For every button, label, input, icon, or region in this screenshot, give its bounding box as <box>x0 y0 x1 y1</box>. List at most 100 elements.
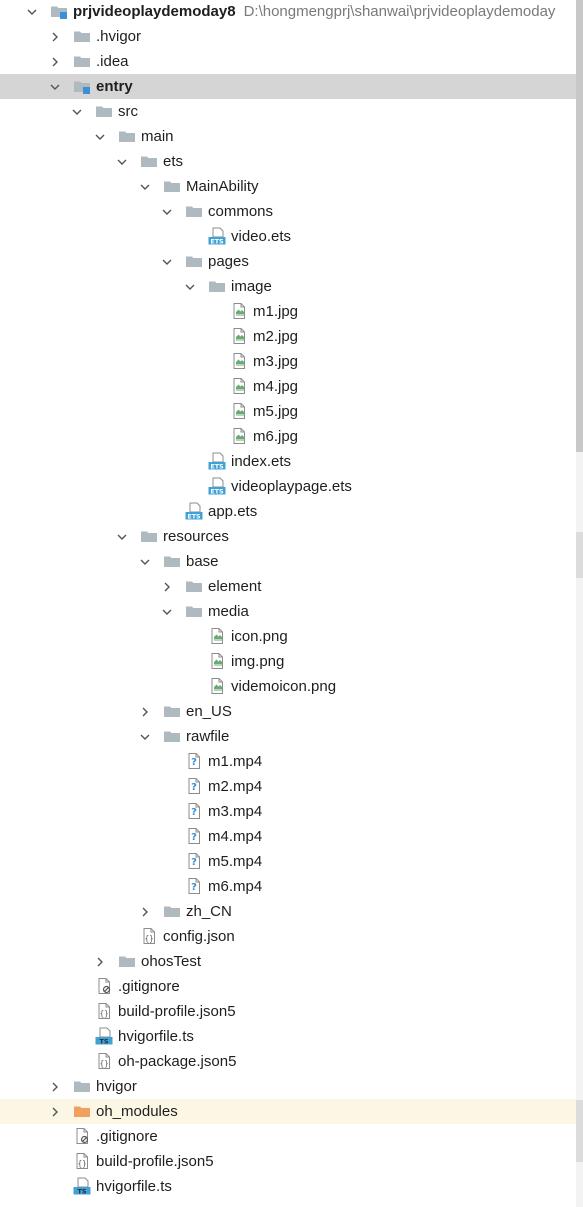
json-file-icon: {} <box>140 927 158 945</box>
chevron-right-icon[interactable] <box>47 1074 63 1099</box>
tree-row-hvigor[interactable]: .hvigor <box>0 24 576 49</box>
chevron-down-icon[interactable] <box>159 599 175 624</box>
folder-icon <box>163 177 181 195</box>
tree-row-icon-png[interactable]: icon.png <box>0 624 576 649</box>
tree-item-label: m3.jpg <box>253 353 299 370</box>
scrollbar-thumb[interactable] <box>576 532 583 578</box>
chevron-down-icon[interactable] <box>137 724 153 749</box>
tree-row-rawfile[interactable]: rawfile <box>0 724 576 749</box>
tree-row-m1-mp4[interactable]: ?m1.mp4 <box>0 749 576 774</box>
chevron-down-icon[interactable] <box>137 549 153 574</box>
chevron-right-icon[interactable] <box>92 949 108 974</box>
tree-row-entry[interactable]: entry <box>0 74 576 99</box>
chevron-down-icon[interactable] <box>182 274 198 299</box>
tree-item-label: hvigorfile.ts <box>118 1028 194 1045</box>
tree-row-oh-modules[interactable]: oh_modules <box>0 1099 576 1124</box>
chevron-down-icon[interactable] <box>24 0 40 24</box>
tree-row-gitignore[interactable]: .gitignore <box>0 974 576 999</box>
tree-row-m4-mp4[interactable]: ?m4.mp4 <box>0 824 576 849</box>
tree-row-m2-jpg[interactable]: m2.jpg <box>0 324 576 349</box>
tree-item-label: config.json <box>163 928 235 945</box>
tree-row-m6-mp4[interactable]: ?m6.mp4 <box>0 874 576 899</box>
chevron-right-icon[interactable] <box>47 1099 63 1124</box>
tree-row-main[interactable]: main <box>0 124 576 149</box>
tree-row-mainability[interactable]: MainAbility <box>0 174 576 199</box>
tree-item-label: video.ets <box>231 228 292 245</box>
chevron-right-icon[interactable] <box>159 574 175 599</box>
tree-row-pages[interactable]: pages <box>0 249 576 274</box>
chevron-down-icon[interactable] <box>159 249 175 274</box>
tree-row-m6-jpg[interactable]: m6.jpg <box>0 424 576 449</box>
chevron-down-icon[interactable] <box>114 149 130 174</box>
tree-row-gitignore[interactable]: .gitignore <box>0 1124 576 1149</box>
chevron-right-icon[interactable] <box>47 49 63 74</box>
tree-item-label: m2.mp4 <box>208 778 263 795</box>
tree-item-label: hvigorfile.ts <box>96 1178 172 1195</box>
tree-row-hvigor[interactable]: hvigor <box>0 1074 576 1099</box>
tree-item-label: m6.mp4 <box>208 878 263 895</box>
tree-row-m5-mp4[interactable]: ?m5.mp4 <box>0 849 576 874</box>
tree-row-m3-mp4[interactable]: ?m3.mp4 <box>0 799 576 824</box>
tree-row-ets[interactable]: ets <box>0 149 576 174</box>
folder-icon <box>185 577 203 595</box>
chevron-down-icon[interactable] <box>114 524 130 549</box>
chevron-down-icon[interactable] <box>159 199 175 224</box>
chevron-right-icon[interactable] <box>47 24 63 49</box>
gitignore-file-icon <box>73 1127 91 1145</box>
chevron-down-icon[interactable] <box>92 124 108 149</box>
tree-item-label: element <box>208 578 262 595</box>
tree-row-idea[interactable]: .idea <box>0 49 576 74</box>
ets-file-icon: ETS <box>208 477 226 495</box>
unknown-file-icon: ? <box>185 852 203 870</box>
tree-item-label: m4.jpg <box>253 378 299 395</box>
tree-row-en-us[interactable]: en_US <box>0 699 576 724</box>
tree-row-config-json[interactable]: {} config.json <box>0 924 576 949</box>
tree-row-src[interactable]: src <box>0 99 576 124</box>
chevron-right-icon[interactable] <box>137 899 153 924</box>
tree-row-m4-jpg[interactable]: m4.jpg <box>0 374 576 399</box>
folder-icon <box>163 702 181 720</box>
tree-row-image[interactable]: image <box>0 274 576 299</box>
tree-row-commons[interactable]: commons <box>0 199 576 224</box>
tree-row-element[interactable]: element <box>0 574 576 599</box>
tree-row-oh-package-json5[interactable]: {}oh-package.json5 <box>0 1049 576 1074</box>
tree-row-m1-jpg[interactable]: m1.jpg <box>0 299 576 324</box>
tree-item-label: build-profile.json5 <box>96 1153 214 1170</box>
tree-item-label: hvigor <box>96 1078 137 1095</box>
tree-row-build-profile-json5[interactable]: {}build-profile.json5 <box>0 999 576 1024</box>
scrollbar-thumb[interactable] <box>576 1100 583 1162</box>
tree-row-build-profile-json5[interactable]: {} build-profile.json5 <box>0 1149 576 1174</box>
scrollbar[interactable] <box>576 0 583 1207</box>
tree-row-m5-jpg[interactable]: m5.jpg <box>0 399 576 424</box>
tree-item-label: .gitignore <box>118 978 180 995</box>
tree-item-label: zh_CN <box>186 903 232 920</box>
svg-text:{}: {} <box>78 1159 87 1168</box>
chevron-down-icon[interactable] <box>47 74 63 99</box>
tree-item-label: oh_modules <box>96 1103 178 1120</box>
scrollbar-thumb[interactable] <box>576 0 583 452</box>
tree-row-m2-mp4[interactable]: ?m2.mp4 <box>0 774 576 799</box>
chevron-right-icon[interactable] <box>137 699 153 724</box>
tree-item-label: main <box>141 128 174 145</box>
tree-row-zh-cn[interactable]: zh_CN <box>0 899 576 924</box>
tree-row-resources[interactable]: resources <box>0 524 576 549</box>
tree-item-label: .idea <box>96 53 129 70</box>
tree-row-m3-jpg[interactable]: m3.jpg <box>0 349 576 374</box>
tree-row-base[interactable]: base <box>0 549 576 574</box>
folder-icon <box>208 277 226 295</box>
tree-row-img-png[interactable]: img.png <box>0 649 576 674</box>
chevron-down-icon[interactable] <box>69 99 85 124</box>
tree-row-ohostest[interactable]: ohosTest <box>0 949 576 974</box>
tree-row-videmoicon-png[interactable]: videmoicon.png <box>0 674 576 699</box>
tree-item-label: videmoicon.png <box>231 678 337 695</box>
tree-row-media[interactable]: media <box>0 599 576 624</box>
folder-icon <box>140 527 158 545</box>
chevron-down-icon[interactable] <box>137 174 153 199</box>
